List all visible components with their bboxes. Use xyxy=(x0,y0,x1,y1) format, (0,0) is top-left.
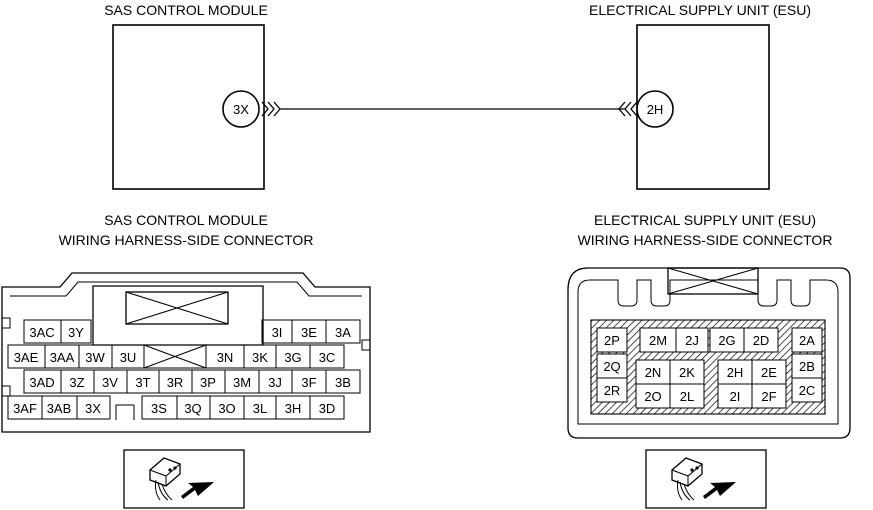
pin-label: 3S xyxy=(151,401,167,416)
esu-connector-title-line1: ELECTRICAL SUPPLY UNIT (ESU) xyxy=(594,212,816,228)
pin-label: 3AC xyxy=(29,325,54,340)
pin-label: 3X xyxy=(85,401,101,416)
pin-label: 2N xyxy=(645,365,662,380)
pin-label: 3Z xyxy=(69,375,84,390)
pin-label: 2E xyxy=(761,365,777,380)
pin-label: 2F xyxy=(761,389,776,404)
esu-connector-title-line2: WIRING HARNESS-SIDE CONNECTOR xyxy=(578,232,833,248)
sas-module-title: SAS CONTROL MODULE xyxy=(104,2,268,18)
pin-label: 2J xyxy=(685,333,699,348)
pin-label: 3J xyxy=(268,375,282,390)
pin-label: 3R xyxy=(167,375,184,390)
pin-label: 3I xyxy=(272,325,283,340)
pin-label: 2M xyxy=(649,333,667,348)
pin-label: 3L xyxy=(253,401,267,416)
pin-label: 3G xyxy=(284,350,301,365)
pin-label: 3A xyxy=(335,325,351,340)
pin-label: 2L xyxy=(680,389,694,404)
pin-label: 2C xyxy=(799,383,816,398)
terminal-2h-label: 2H xyxy=(647,102,664,117)
pin-label: 3W xyxy=(85,350,105,365)
sas-connector-title-line1: SAS CONTROL MODULE xyxy=(104,212,268,228)
sas-connector-face xyxy=(1,272,371,433)
pin-label: 3E xyxy=(301,325,317,340)
pin-label: 3AF xyxy=(13,401,37,416)
pin-label: 3U xyxy=(120,350,137,365)
connector-chevron-right-icon xyxy=(618,101,638,117)
terminal-3x-circle xyxy=(222,90,260,128)
terminal-2h-circle xyxy=(636,90,674,128)
pin-label: 3V xyxy=(102,375,118,390)
harness-view-right-icon xyxy=(645,449,767,509)
pin-label: 2D xyxy=(753,333,770,348)
pin-label: 3M xyxy=(233,375,251,390)
pin-label: 3F xyxy=(301,375,316,390)
pin-label: 3C xyxy=(319,350,336,365)
pin-label: 2A xyxy=(799,333,815,348)
pin-label: 2B xyxy=(799,359,815,374)
pin-label: 3AA xyxy=(50,350,75,365)
pin-label: 3Q xyxy=(184,401,201,416)
pin-label: 3K xyxy=(252,350,268,365)
harness-view-left-icon xyxy=(123,449,245,509)
pin-label: 3B xyxy=(335,375,351,390)
pin-label: 3AD xyxy=(29,375,54,390)
pin-label: 3AB xyxy=(47,401,72,416)
pin-label: 3O xyxy=(218,401,235,416)
pin-label: 2K xyxy=(679,365,695,380)
pin-label: 3T xyxy=(135,375,150,390)
pin-label: 3P xyxy=(200,375,216,390)
terminal-3x-label: 3X xyxy=(233,102,249,117)
esu-title: ELECTRICAL SUPPLY UNIT (ESU) xyxy=(589,2,811,18)
connector-chevron-left-icon xyxy=(261,101,281,117)
pin-label: 2Q xyxy=(603,359,620,374)
pin-label: 2G xyxy=(718,333,735,348)
pin-label: 2O xyxy=(644,389,661,404)
pin-label: 3Y xyxy=(68,325,84,340)
pin-label: 3D xyxy=(319,401,336,416)
pin-label: 3H xyxy=(285,401,302,416)
esu-connector-face xyxy=(567,267,851,439)
pin-label: 2P xyxy=(604,333,620,348)
sas-connector-title-line2: WIRING HARNESS-SIDE CONNECTOR xyxy=(59,232,314,248)
pin-label: 2H xyxy=(727,365,744,380)
pin-label: 3AE xyxy=(14,350,39,365)
pin-label: 2R xyxy=(604,383,621,398)
pin-label: 2I xyxy=(730,389,741,404)
pin-label: 3N xyxy=(217,350,234,365)
